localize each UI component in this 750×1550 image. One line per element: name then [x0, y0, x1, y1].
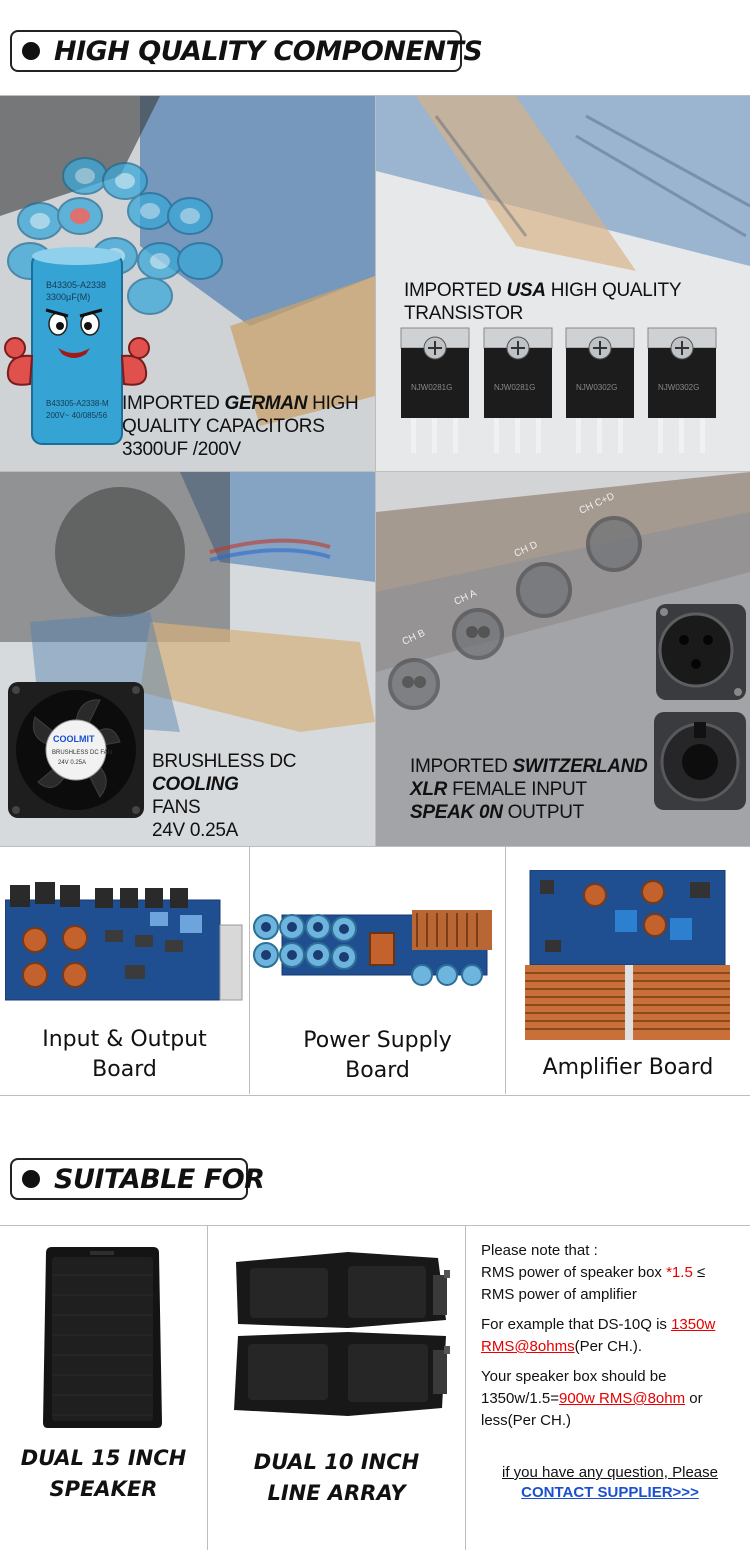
- divider: [0, 471, 750, 472]
- svg-text:24V 0.25A: 24V 0.25A: [58, 760, 86, 766]
- suitable-title: SUITABLE FOR: [54, 1163, 265, 1195]
- transistor-line1-end: HIGH QUALITY: [545, 280, 682, 301]
- board-label-line: Amplifier Board: [542, 1055, 714, 1080]
- connectors-caption: IMPORTED SWITZERLAND XLR FEMALE INPUT SP…: [410, 755, 748, 824]
- capacitors-line1: IMPORTED: [122, 393, 225, 414]
- contact-block: if you have any question, Please CONTACT…: [470, 1464, 750, 1501]
- suitable-label-speaker: DUAL 15 INCH SPEAKER: [0, 1443, 207, 1505]
- connectors-line3: OUTPUT: [502, 802, 585, 823]
- capacitors-spec: 3300UF /200V: [122, 439, 241, 460]
- board-label-line: Board: [92, 1057, 157, 1082]
- speaker-image: [43, 1247, 162, 1428]
- bullet-icon: [22, 1170, 40, 1188]
- connectors-illustration: CH B CH A CH D CH C+D: [376, 472, 750, 846]
- question-text: if you have any question, Please: [502, 1464, 718, 1481]
- board-label-amplifier: Amplifier Board: [506, 1053, 750, 1083]
- suitable-line: DUAL 15 INCH: [20, 1446, 187, 1470]
- fans-emphasis: COOLING: [152, 774, 239, 795]
- fan-brand-label: COOLMIT: [53, 734, 95, 744]
- power-supply-board-image: [253, 910, 492, 986]
- svg-text:NJW0302G: NJW0302G: [658, 383, 699, 392]
- divider: [249, 847, 250, 1094]
- divider: [0, 846, 750, 847]
- note-text: RMS power of amplifier: [481, 1286, 637, 1303]
- board-label-io: Input & Output Board: [0, 1025, 249, 1085]
- io-board-image: [5, 882, 243, 1001]
- svg-text:NJW0281G: NJW0281G: [411, 383, 452, 392]
- fans-spec: 24V 0.25A: [152, 820, 239, 841]
- transistor-illustration: NJW0281G NJW0281G NJW0302G: [376, 96, 750, 471]
- svg-text:BRUSHLESS DC FAN: BRUSHLESS DC FAN: [52, 750, 112, 756]
- bullet-icon: [22, 42, 40, 60]
- suitable-label-line-array: DUAL 10 INCH LINE ARRAY: [208, 1447, 465, 1509]
- svg-text:B43305-A2338-M: B43305-A2338-M: [46, 399, 109, 408]
- note-text: Your speaker box should be 1350w/1.5=: [481, 1368, 667, 1407]
- connectors-panel: CH B CH A CH D CH C+D IMPORTED SWITZERLA…: [376, 472, 750, 846]
- contact-supplier-link[interactable]: CONTACT SUPPLIER>>>: [521, 1484, 699, 1501]
- board-label-line: Board: [345, 1058, 410, 1083]
- svg-text:NJW0281G: NJW0281G: [494, 383, 535, 392]
- divider: [0, 95, 750, 96]
- speakon-label: SPEAK 0N: [410, 802, 503, 823]
- divider: [0, 1095, 750, 1096]
- svg-text:NJW0302G: NJW0302G: [576, 383, 617, 392]
- note-paragraph-1: Please note that : RMS power of speaker …: [481, 1240, 743, 1306]
- line-array-image: [234, 1252, 450, 1416]
- divider: [465, 1226, 466, 1550]
- fans-line1: BRUSHLESS DC: [152, 751, 297, 772]
- suitable-header: SUITABLE FOR: [10, 1158, 265, 1200]
- note-text: For example that DS-10Q is: [481, 1316, 672, 1333]
- note-text: or less(Per CH.): [481, 1390, 703, 1429]
- divider: [0, 1225, 750, 1226]
- fans-illustration: COOLMIT BRUSHLESS DC FAN 24V 0.25A: [0, 472, 375, 846]
- capacitors-illustration: B43305-A2338 3300µF(M) B43305-A2338-M 20…: [0, 96, 375, 471]
- power-note: Please note that : RMS power of speaker …: [481, 1240, 743, 1440]
- suitable-line: SPEAKER: [49, 1477, 158, 1501]
- note-text: RMS power of speaker box: [481, 1264, 667, 1281]
- suitable-line: LINE ARRAY: [267, 1481, 406, 1505]
- transistor-row: NJW0281G NJW0281G NJW0302G: [400, 327, 717, 453]
- components-title: HIGH QUALITY COMPONENTS: [54, 35, 483, 67]
- connectors-line2: FEMALE INPUT: [447, 779, 587, 800]
- capacitors-caption: IMPORTED GERMAN HIGH QUALITY CAPACITORS …: [122, 392, 372, 461]
- note-highlight: *1.5: [666, 1264, 693, 1281]
- board-label-line: Power Supply: [303, 1028, 452, 1053]
- note-paragraph-3: Your speaker box should be 1350w/1.5=900…: [481, 1366, 743, 1432]
- divider: [207, 1226, 208, 1550]
- capacitors-panel: B43305-A2338 3300µF(M) B43305-A2338-M 20…: [0, 96, 375, 471]
- board-label-power-supply: Power Supply Board: [250, 1026, 505, 1086]
- divider: [505, 847, 506, 1094]
- amplifier-board-image: [525, 870, 730, 1040]
- connectors-origin: SWITZERLAND: [512, 756, 648, 777]
- transistor-panel: NJW0281G NJW0281G NJW0302G: [376, 96, 750, 471]
- note-text: (Per CH.).: [574, 1338, 643, 1355]
- fans-line2: FANS: [152, 797, 201, 818]
- fans-panel: COOLMIT BRUSHLESS DC FAN 24V 0.25A BRUSH…: [0, 472, 375, 846]
- transistor-line1: IMPORTED: [404, 280, 507, 301]
- note-highlight: 1350w RMS@8ohms: [481, 1316, 716, 1355]
- svg-text:3300µF(M): 3300µF(M): [46, 292, 90, 302]
- capacitors-origin: GERMAN: [224, 393, 308, 414]
- components-header: HIGH QUALITY COMPONENTS: [10, 30, 483, 72]
- svg-text:200V~ 40/085/56: 200V~ 40/085/56: [46, 411, 108, 420]
- board-label-line: Input & Output: [42, 1027, 207, 1052]
- note-text: ≤: [692, 1264, 706, 1281]
- note-paragraph-2: For example that DS-10Q is 1350w RMS@8oh…: [481, 1314, 743, 1358]
- note-intro: Please note that :: [481, 1242, 598, 1259]
- suitable-line: DUAL 10 INCH: [253, 1450, 420, 1474]
- svg-text:B43305-A2338: B43305-A2338: [46, 280, 106, 290]
- transistor-origin: USA: [506, 280, 547, 301]
- fans-caption: BRUSHLESS DC COOLING FANS 24V 0.25A: [152, 750, 374, 842]
- capacitors-line2: QUALITY CAPACITORS: [122, 416, 325, 437]
- xlr-label: XLR: [410, 779, 448, 800]
- transistor-caption: IMPORTED USA HIGH QUALITY TRANSISTOR: [404, 279, 744, 325]
- transistor-line2: TRANSISTOR: [404, 303, 524, 324]
- connectors-line1: IMPORTED: [410, 756, 513, 777]
- capacitors-line1-end: HIGH: [307, 393, 359, 414]
- note-highlight: 900w RMS@8ohm: [558, 1390, 686, 1407]
